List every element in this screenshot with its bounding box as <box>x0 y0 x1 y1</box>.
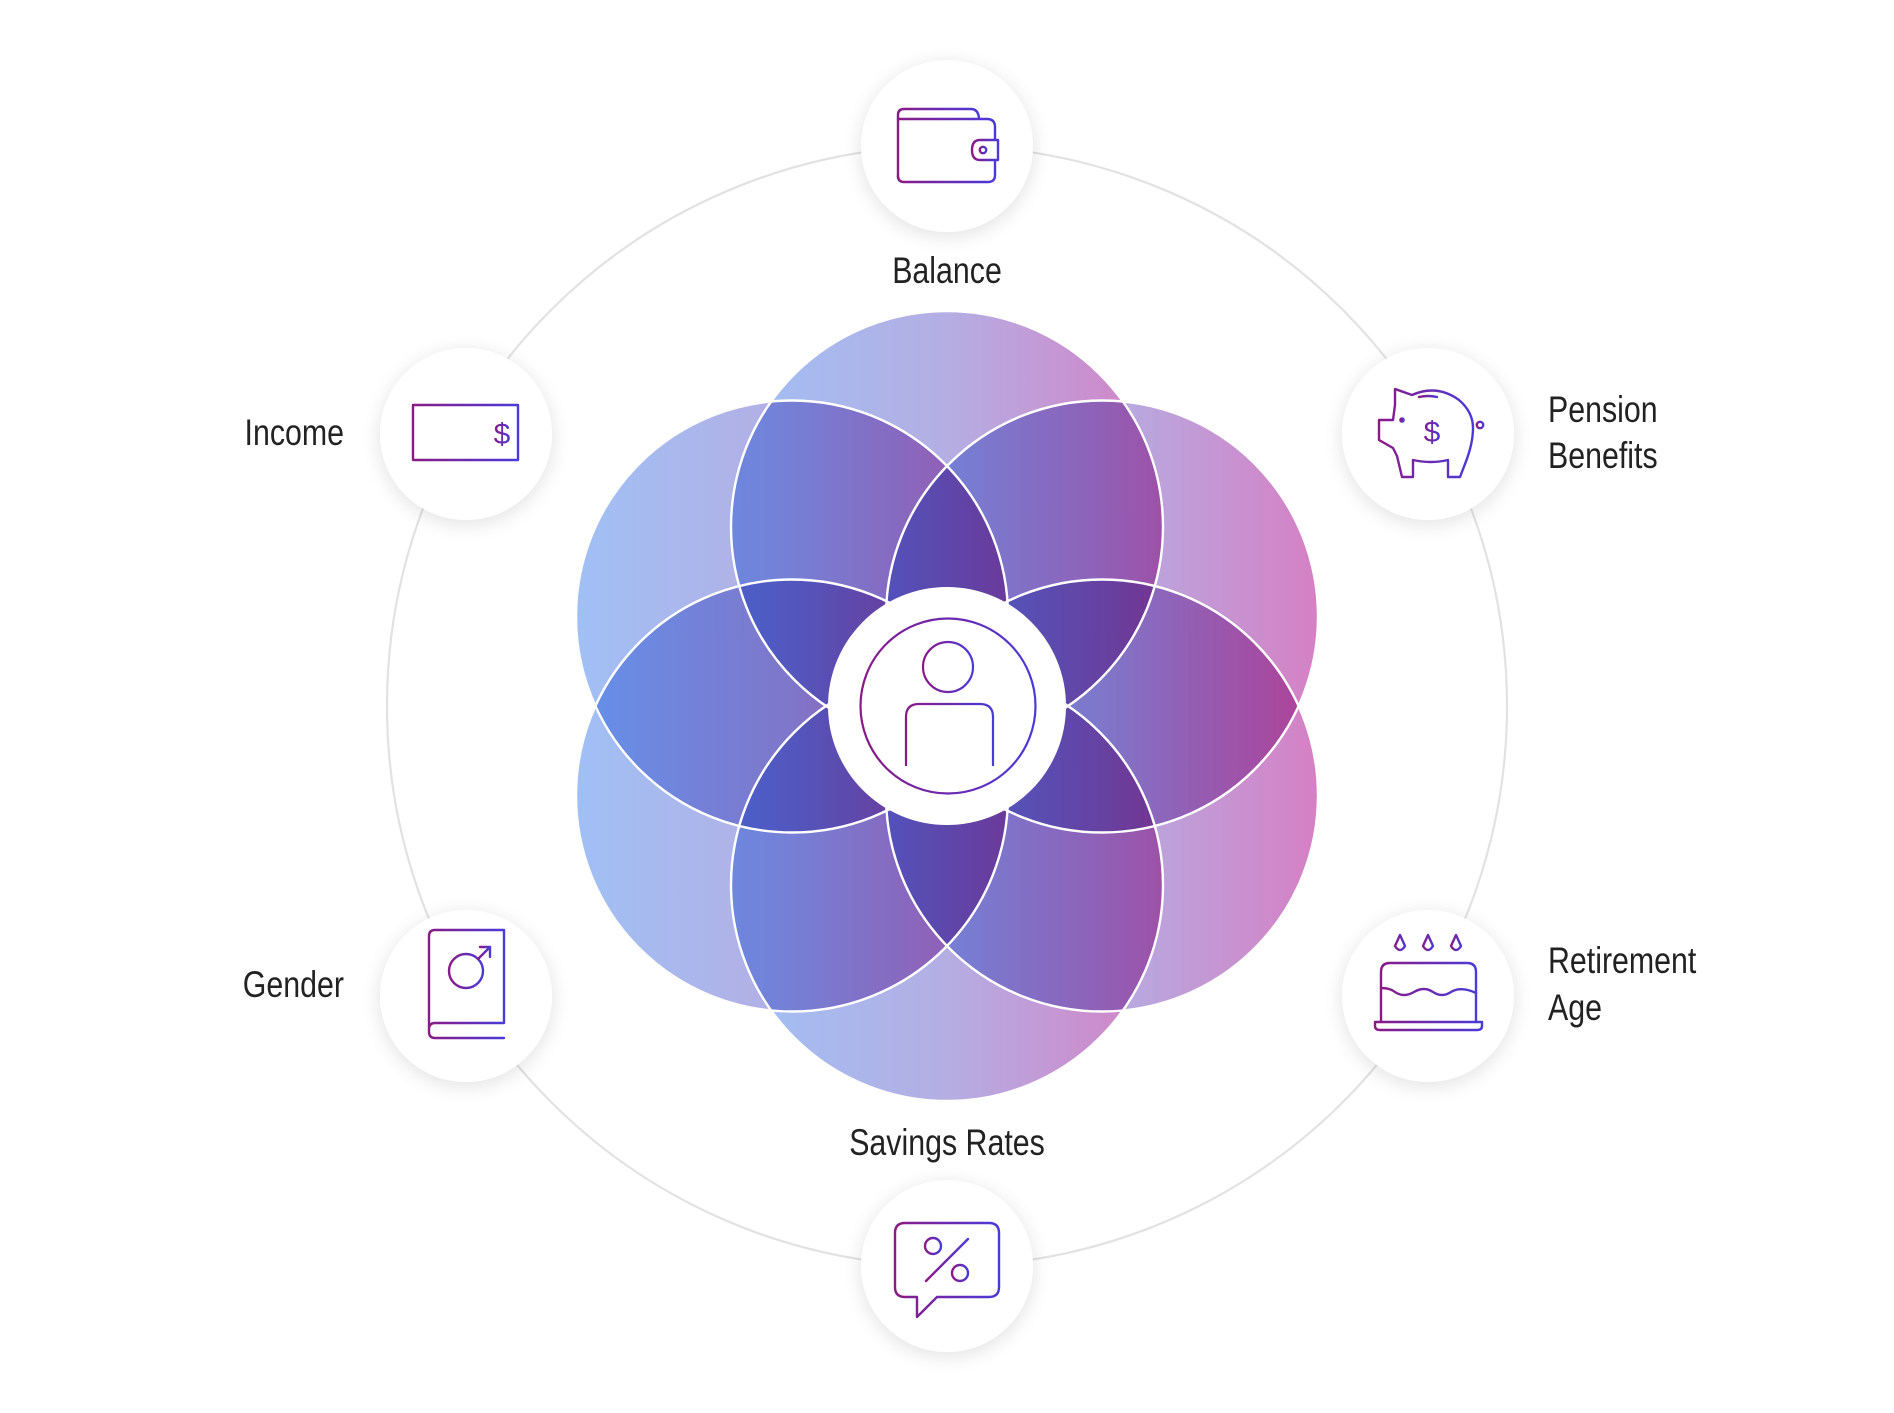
labels: Balance Income Gender Savings Rates Pens… <box>243 250 1697 1164</box>
label-pension-line1: Pension <box>1548 389 1658 431</box>
piggy-bank-icon: $ <box>1377 387 1485 479</box>
node-income[interactable]: $ <box>380 348 552 520</box>
label-savings-rates: Savings Rates <box>849 1122 1045 1164</box>
center-person-node[interactable] <box>828 587 1066 825</box>
node-pension-benefits[interactable]: $ <box>1342 348 1514 520</box>
gender-book-icon <box>427 928 506 1040</box>
percent-speech-bubble-icon <box>893 1221 1001 1319</box>
node-circle <box>1342 910 1514 1082</box>
node-gender[interactable] <box>380 910 552 1082</box>
node-circle <box>1342 348 1514 520</box>
node-retirement-age[interactable] <box>1342 910 1514 1082</box>
birthday-cake-icon <box>1373 933 1484 1032</box>
node-savings-rates[interactable] <box>861 1180 1033 1352</box>
dollar-glyph: $ <box>1424 416 1441 449</box>
label-gender: Gender <box>243 964 344 1006</box>
label-pension-line2: Benefits <box>1548 435 1658 477</box>
person-figure <box>904 640 995 766</box>
dollar-glyph: $ <box>494 418 511 451</box>
wallet-icon <box>896 107 1000 184</box>
label-balance: Balance <box>892 250 1002 292</box>
node-balance[interactable] <box>861 60 1033 232</box>
center-disk <box>828 587 1066 825</box>
person-icon <box>859 617 1037 795</box>
label-income: Income <box>245 412 344 454</box>
node-circle <box>861 60 1033 232</box>
candles <box>1393 933 1463 965</box>
label-retirement-line2: Age <box>1548 987 1602 1029</box>
paycheck-icon: $ <box>411 403 520 462</box>
label-retirement-line1: Retirement <box>1548 940 1697 982</box>
node-circle <box>861 1180 1033 1352</box>
